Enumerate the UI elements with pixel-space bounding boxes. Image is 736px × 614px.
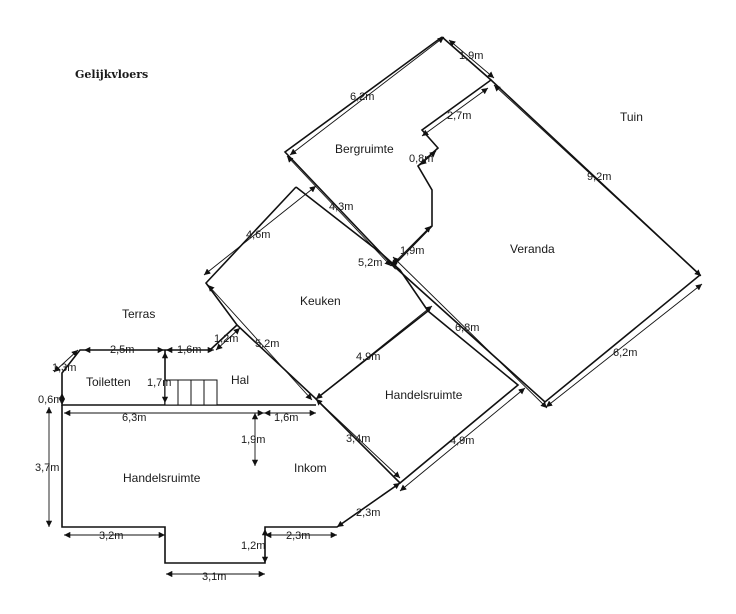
dim-label: 6,2m [613,347,637,359]
dim-label: 6,3m [122,412,146,424]
dim-label: 1,6m [274,412,298,424]
dim-label: 0,8m [409,153,433,165]
room-labels: Tuin Bergruimte Veranda Keuken Terras To… [86,110,643,485]
room-label-tuin: Tuin [620,110,643,124]
dim-label: 1,9m [400,245,424,257]
dim-label: 4,9m [450,435,474,447]
dimension-lines [45,36,703,578]
dim-label: 3,1m [202,571,226,583]
dim-label: 1,6m [177,344,201,356]
dim-label: 1,2m [241,540,265,552]
wall-main-lower [61,405,401,564]
dimension-labels: 6,2m 1,9m 2,7m 0,8m 9,2m 4,3m 4,6m 1,9m … [35,50,637,583]
plan-title: Gelijkvloers [75,68,148,81]
wall-keuken [204,186,430,401]
dim-label: 1,7m [147,377,171,389]
room-label-toiletten: Toiletten [86,375,131,389]
room-label-veranda: Veranda [510,242,555,256]
room-label-bergruimte: Bergruimte [335,142,394,156]
dim-label: 2,3m [286,530,310,542]
dim-label: 4,6m [246,229,270,241]
stairs [164,379,218,406]
room-label-inkom: Inkom [294,461,327,475]
dim-label: 2,5m [110,344,134,356]
dim-label: 5,2m [255,338,279,350]
dim-label: 2,3m [356,507,380,519]
dim-label: 6,8m [455,322,479,334]
dim-label: 5,2m [358,257,382,269]
dim-label: 1,9m [459,50,483,62]
room-label-handelsruimte-right: Handelsruimte [385,388,463,402]
wall-veranda [395,79,702,404]
dim-label: 0,6m [38,394,62,406]
dim-label: 3,2m [99,530,123,542]
room-label-keuken: Keuken [300,294,341,308]
room-label-terras: Terras [122,307,155,321]
room-label-handelsruimte-left: Handelsruimte [123,471,201,485]
dim-label: 4,3m [329,201,353,213]
dim-label: 3,4m [346,433,370,445]
dim-label: 3,7m [35,462,59,474]
dim-label: 9,2m [587,171,611,183]
room-label-hal: Hal [231,373,249,387]
dim-label: 2,7m [447,110,471,122]
dim-label: 1,3m [52,362,76,374]
dim-label: 1,9m [241,434,265,446]
dim-label: 4,9m [356,351,380,363]
dim-label: 1,2m [214,333,238,345]
dim-label: 6,2m [350,91,374,103]
